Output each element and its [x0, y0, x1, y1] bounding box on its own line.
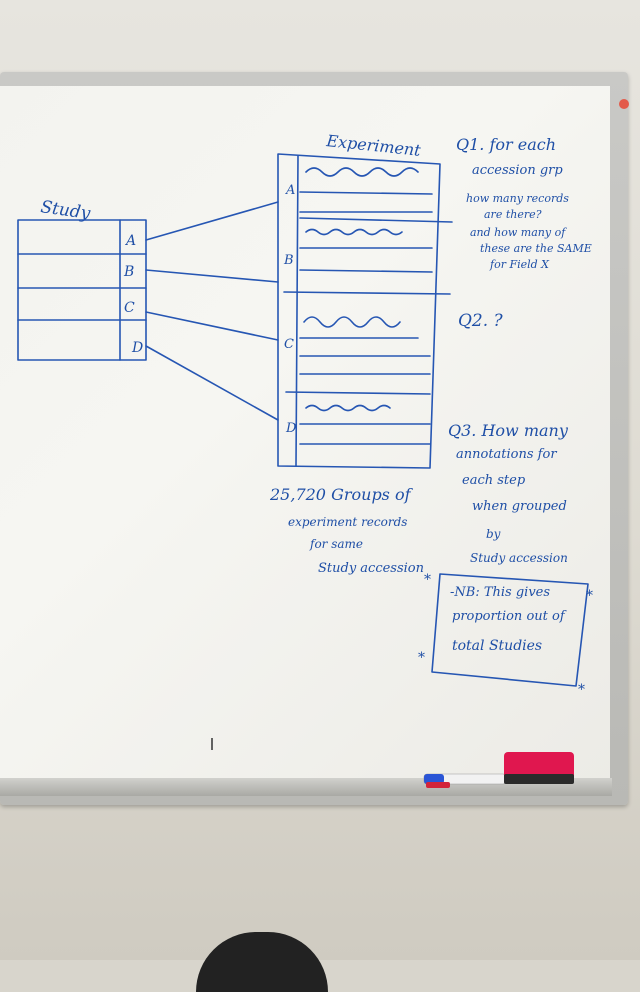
nb-line-2: proportion out of [452, 609, 567, 624]
q3-line-4: when grouped [472, 499, 567, 514]
q1-line-4: are there? [484, 208, 542, 221]
study-key-a: A [124, 233, 136, 249]
q1-line-7: for Field X [489, 258, 550, 271]
whiteboard-drawing: Study A B C D Experiment A B C D [17, 99, 629, 788]
study-key-c: C [124, 300, 135, 316]
groups-note-line-4: Study accession [318, 561, 424, 576]
q1-line-6: these are the SAME [480, 242, 592, 255]
experiment-table: Experiment A B C D [277, 131, 453, 469]
asterisk-mark: * [578, 682, 585, 698]
asterisk-mark: * [418, 650, 425, 666]
nb-line-1: -NB: This gives [450, 585, 550, 600]
q3-line-3: each step [462, 473, 526, 488]
groups-note-line-1: 25,720 Groups of [269, 485, 414, 504]
question-1: Q1. for each accession grp how many reco… [456, 135, 592, 271]
q1-line-5: and how many of [470, 226, 567, 239]
groups-note-line-3: for same [309, 537, 363, 551]
whiteboard-surface [0, 86, 610, 791]
study-key-d: D [131, 340, 143, 356]
experiment-key-a: A [285, 183, 295, 198]
experiment-label: Experiment [325, 131, 423, 160]
q3-line-5: by [486, 527, 501, 541]
asterisk-mark: * [424, 572, 431, 588]
q3-line-6: Study accession [470, 551, 568, 565]
q3-line-1: Q3. How many [448, 421, 569, 440]
nb-box: * * * * -NB: This gives proportion out o… [418, 572, 593, 698]
q3-line-2: annotations for [456, 447, 557, 462]
groups-note-line-2: experiment records [288, 515, 407, 529]
eraser [504, 752, 574, 784]
question-3: Q3. How many annotations for each step w… [448, 421, 569, 565]
study-table: Study A B C D [17, 197, 147, 361]
connector-lines [145, 201, 279, 421]
experiment-key-c: C [284, 337, 294, 352]
q1-line-3: how many records [466, 192, 569, 205]
board-sticker [619, 99, 629, 109]
asterisk-mark: * [586, 588, 593, 604]
nb-line-3: total Studies [452, 638, 542, 654]
q1-line-1: Q1. for each [456, 135, 556, 154]
question-2: Q2. ? [458, 311, 504, 331]
marker [423, 773, 507, 788]
q1-line-2: accession grp [472, 163, 563, 178]
study-key-b: B [123, 264, 134, 280]
experiment-key-d: D [285, 421, 297, 436]
experiment-key-b: B [283, 253, 294, 268]
groups-note: 25,720 Groups of experiment records for … [269, 485, 424, 576]
